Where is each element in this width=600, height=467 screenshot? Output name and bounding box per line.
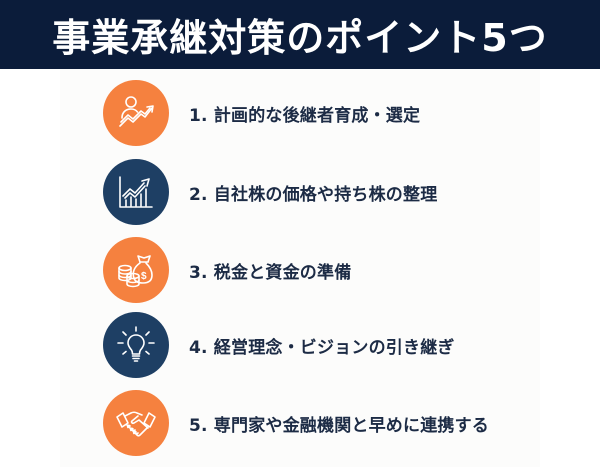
- handshake-icon: [103, 390, 169, 456]
- money-bag-coins-icon: $: [103, 237, 169, 303]
- title-banner: 事業承継対策のポイント5つ: [0, 0, 600, 69]
- point-label-2: 2. 自社株の価格や持ち株の整理: [189, 184, 438, 205]
- point-item-1: 1. 計画的な後継者育成・選定: [103, 80, 420, 146]
- page-title: 事業承継対策のポイント5つ: [52, 16, 548, 60]
- point-label-3: 3. 税金と資金の準備: [189, 262, 352, 283]
- person-growth-icon: [103, 80, 169, 146]
- point-item-4: 4. 経営理念・ビジョンの引き継ぎ: [103, 312, 455, 378]
- point-item-3: $ 3. 税金と資金の準備: [103, 237, 351, 303]
- point-item-5: 5. 専門家や金融機関と早めに連携する: [103, 390, 489, 456]
- chart-growth-icon: [103, 159, 169, 225]
- point-label-1: 1. 計画的な後継者育成・選定: [189, 105, 421, 126]
- point-label-4: 4. 経営理念・ビジョンの引き継ぎ: [189, 337, 455, 358]
- point-item-2: 2. 自社株の価格や持ち株の整理: [103, 159, 437, 225]
- lightbulb-icon: [103, 312, 169, 378]
- svg-text:$: $: [141, 271, 147, 282]
- point-label-5: 5. 専門家や金融機関と早めに連携する: [189, 415, 490, 436]
